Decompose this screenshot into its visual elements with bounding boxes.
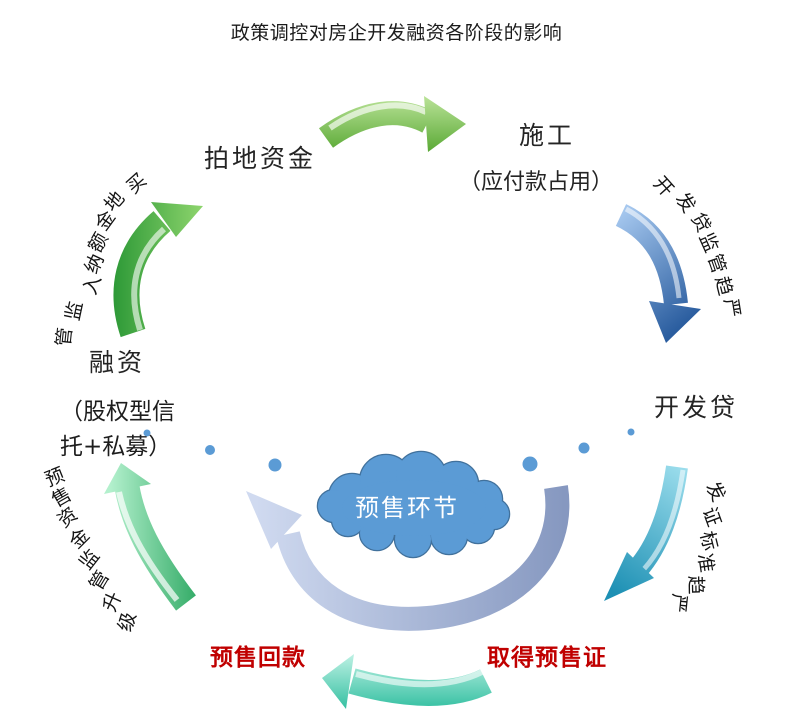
node-label-land-fund: 拍地资金: [204, 144, 317, 173]
swoosh-arrow: [246, 485, 570, 631]
node-label-dev-loan: 开发贷: [654, 393, 739, 422]
arrow-cert-to-payment: [322, 654, 492, 709]
arrow-land-to-construction: [318, 96, 466, 152]
node-sublabel-financing: （股权型信 托+私募）: [60, 395, 175, 465]
diagram-title: 政策调控对房企开发融资各阶段的影响: [230, 22, 563, 44]
trail-dots: [143, 428, 635, 472]
arrow-financing-to-landfund: [113, 202, 203, 338]
node-label-presale-payment: 预售回款: [210, 645, 306, 671]
node-label-financing: 融资: [89, 348, 146, 377]
node-label-presale-cert: 取得预售证: [487, 645, 607, 671]
node-sublabel-construction: （应付款占用）: [459, 170, 614, 195]
arrow-construction-to-devloan: [615, 204, 701, 343]
cloud-label-presale-stage: 预售环节: [355, 494, 459, 522]
financing-sub-line1: （股权型信: [60, 399, 175, 425]
arrow-devloan-to-cert: [604, 465, 688, 601]
presale-cloud: [316, 450, 511, 559]
arrow-payment-to-financing: [104, 463, 196, 611]
node-label-construction: 施工: [519, 121, 576, 150]
financing-sub-line2: 托+私募）: [60, 434, 172, 460]
